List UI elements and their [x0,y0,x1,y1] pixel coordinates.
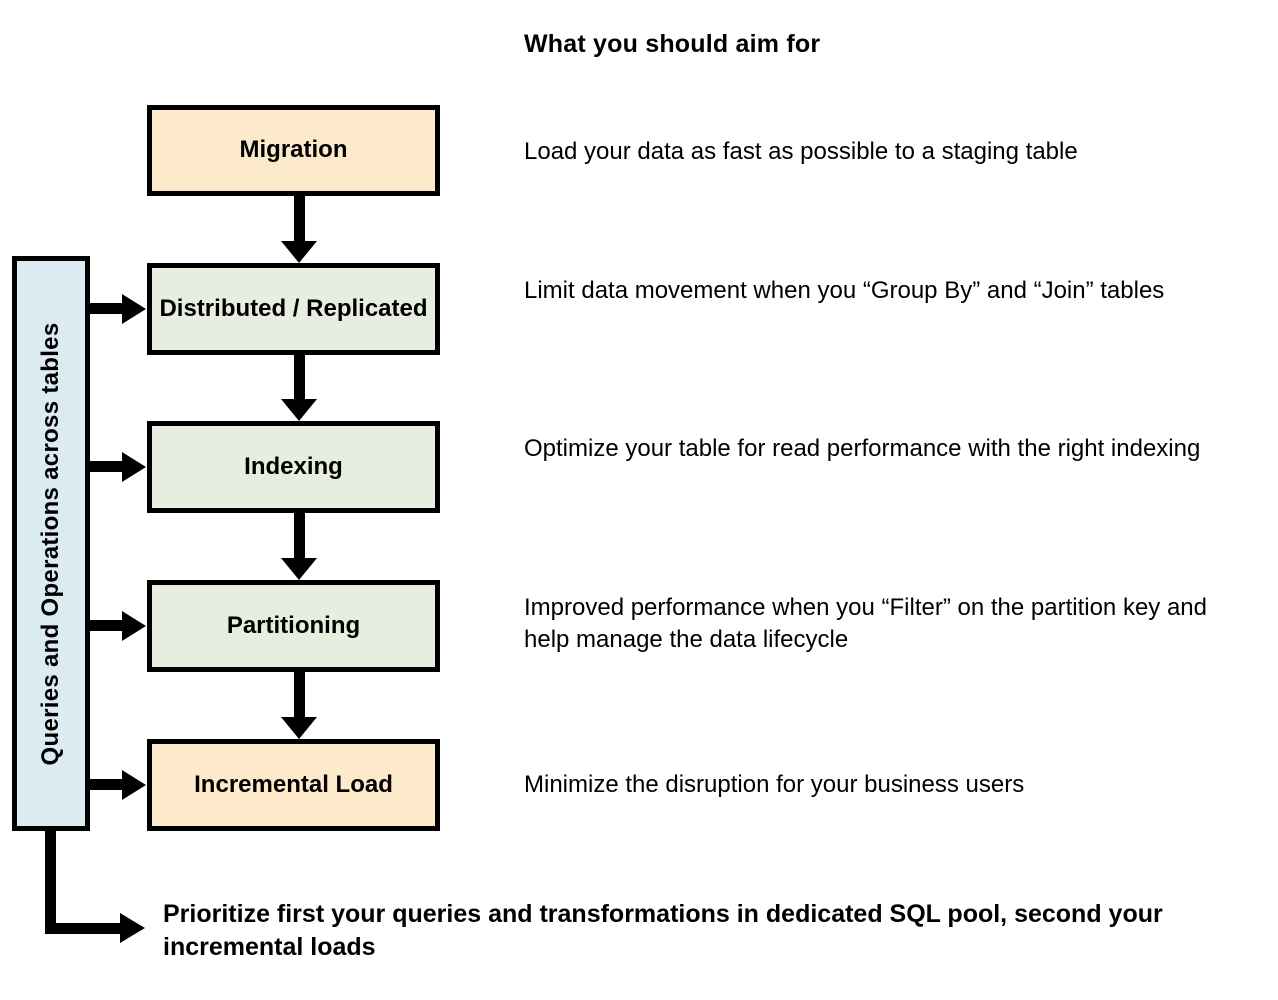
arrow-shaft [294,672,305,717]
arrow-shaft [294,355,305,399]
stage-label-indexing: Indexing [244,452,343,480]
stage-box-distributed-replicated[interactable]: Distributed / Replicated [147,263,440,355]
stage-box-migration[interactable]: Migration [147,105,440,196]
arrow-shaft [90,461,124,472]
arrow-head [122,611,146,641]
elbow-connector-vertical [45,826,56,934]
sidebar-queries-operations: Queries and Operations across tables [12,256,90,831]
description-partitioning: Improved performance when you “Filter” o… [524,594,1208,653]
page-title: What you should aim for [524,30,821,58]
arrow-shaft [90,620,124,631]
arrow-head [281,717,317,739]
description-distributed-replicated: Limit data movement when you “Group By” … [524,277,1165,304]
sidebar-label: Queries and Operations across tables [37,322,64,765]
arrow-distributed-to-indexing [281,355,317,421]
stage-label-incremental-load: Incremental Load [194,770,393,798]
arrow-shaft [294,513,305,558]
arrow-head [122,452,146,482]
arrow-head [281,241,317,263]
stage-label-partitioning: Partitioning [226,611,361,639]
elbow-connector-horizontal [45,923,123,934]
stage-box-partitioning[interactable]: Partitioning [147,580,440,672]
arrow-head [122,770,146,800]
elbow-connector-arrow-head [120,913,145,943]
arrow-shaft [294,196,305,241]
arrow-shaft [90,779,124,790]
arrow-sidebar-to-incremental [90,770,148,800]
stage-label-migration: Migration [239,136,348,164]
bottom-note: Prioritize first your queries and transf… [163,900,1163,961]
arrow-indexing-to-partitioning [281,513,317,580]
description-migration: Load your data as fast as possible to a … [524,138,1078,165]
arrow-shaft [90,303,124,314]
arrow-migration-to-distributed [281,196,317,263]
arrow-sidebar-to-partitioning [90,611,148,641]
description-indexing: Optimize your table for read performance… [524,435,1201,462]
arrow-head [281,558,317,580]
description-incremental-load: Minimize the disruption for your busines… [524,771,1025,798]
stage-label-distributed-replicated: Distributed / Replicated [159,294,428,322]
arrow-head [281,399,317,421]
arrow-head [122,294,146,324]
arrow-sidebar-to-distributed [90,294,148,324]
stage-box-indexing[interactable]: Indexing [147,421,440,513]
stage-box-incremental-load[interactable]: Incremental Load [147,739,440,831]
arrow-sidebar-to-indexing [90,452,148,482]
arrow-partitioning-to-incremental [281,672,317,739]
